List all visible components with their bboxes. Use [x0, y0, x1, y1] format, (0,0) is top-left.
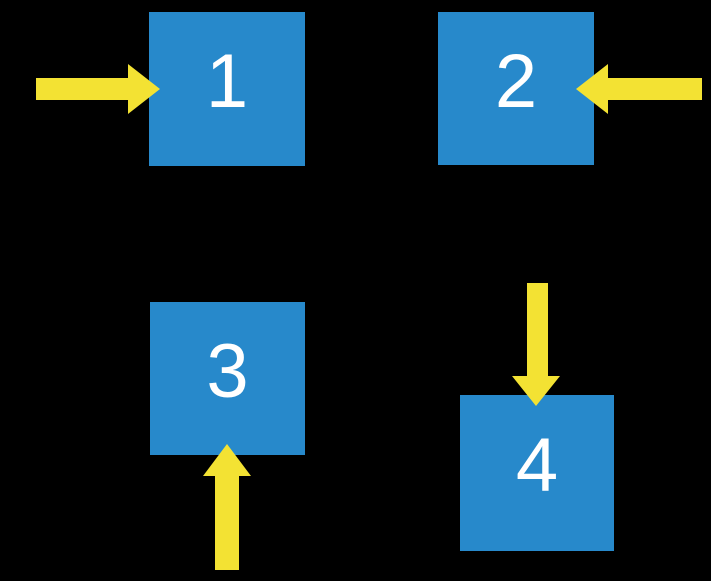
box-1-label: 1: [205, 39, 249, 124]
arrow-right-icon: [36, 64, 160, 114]
arrow-down-icon: [512, 283, 560, 406]
box-2-label: 2: [494, 38, 538, 124]
arrow-left-icon: [576, 64, 702, 114]
box-1: 1: [149, 12, 305, 166]
box-3: 3: [150, 302, 305, 455]
box-2: 2: [438, 12, 594, 165]
arrow-up-icon: [203, 444, 251, 570]
box-4: 4: [460, 395, 614, 551]
box-3-label: 3: [206, 328, 249, 414]
box-4-label: 4: [515, 423, 559, 508]
